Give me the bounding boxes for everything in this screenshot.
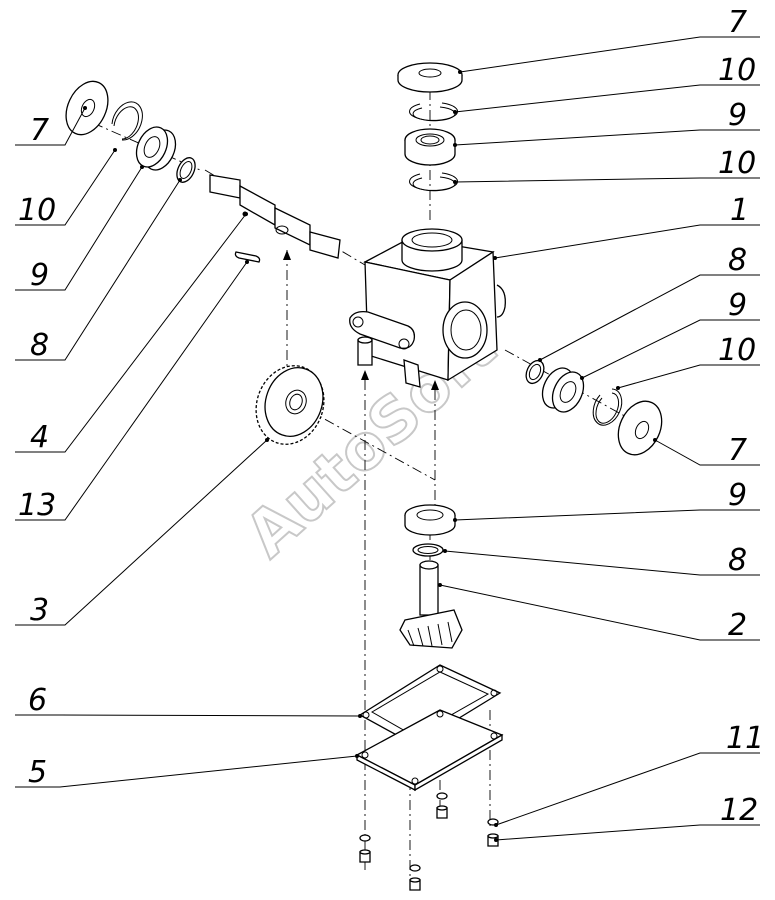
part-7-top-cap xyxy=(397,62,463,93)
callout-1: 1 xyxy=(730,193,749,228)
part-10-left-snap-ring xyxy=(111,101,143,141)
part-9-lower-bearing xyxy=(404,504,456,536)
part-10-top-snap-ring xyxy=(409,102,459,122)
part-9-top-bearing xyxy=(404,128,456,166)
leader-lines xyxy=(15,36,760,842)
callout-5: 5 xyxy=(28,755,47,790)
callout-9-right: 9 xyxy=(728,288,747,323)
callout-10-right: 10 xyxy=(718,333,756,368)
callout-8-right: 8 xyxy=(728,243,747,278)
part-13-key xyxy=(234,251,261,263)
part-8-lower-spacer-ring xyxy=(412,543,444,557)
part-2-pinion-shaft xyxy=(399,560,463,649)
part-1-housing xyxy=(349,228,506,388)
callout-9-lower: 9 xyxy=(728,478,747,513)
assembly-arrows xyxy=(283,250,439,390)
callout-9-left: 9 xyxy=(30,258,49,293)
callout-13: 13 xyxy=(18,488,56,523)
part-11-12-fasteners xyxy=(359,792,499,891)
part-5-cover-plate xyxy=(355,709,504,792)
part-3-gear xyxy=(255,365,325,445)
callout-7-right: 7 xyxy=(728,433,747,468)
callout-4: 4 xyxy=(30,420,49,455)
callout-7-top: 7 xyxy=(728,5,747,40)
callout-8-left: 8 xyxy=(30,328,49,363)
callout-9-top: 9 xyxy=(728,98,747,133)
part-10-top-snap-ring-lower xyxy=(409,172,459,192)
callout-10-top: 10 xyxy=(718,53,756,88)
callout-8-lower: 8 xyxy=(728,543,747,578)
callout-labels: 7 10 9 10 1 8 9 10 7 9 8 2 11 12 7 10 9 … xyxy=(18,5,764,828)
callout-2: 2 xyxy=(728,608,747,643)
callout-3: 3 xyxy=(30,593,49,628)
callout-10-top-lower: 10 xyxy=(718,146,756,181)
callout-7-left: 7 xyxy=(30,113,49,148)
part-4-shaft xyxy=(209,174,341,259)
part-9-right-bearing xyxy=(541,367,585,413)
part-10-right-snap-ring xyxy=(592,388,623,426)
callout-10-left: 10 xyxy=(18,193,56,228)
callout-6: 6 xyxy=(28,683,47,718)
part-7-right-cap xyxy=(617,400,663,456)
callout-12: 12 xyxy=(720,793,758,828)
callout-11: 11 xyxy=(726,721,764,756)
part-8-left-spacer-ring xyxy=(176,157,196,183)
